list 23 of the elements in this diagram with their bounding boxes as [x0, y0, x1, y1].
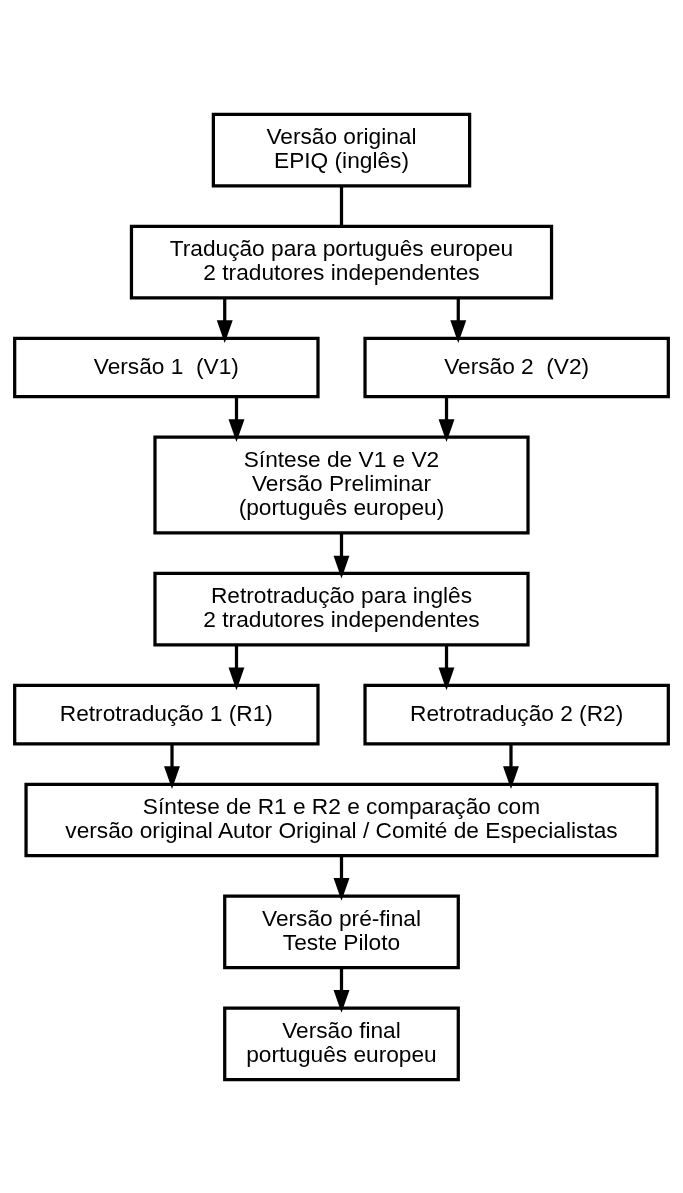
arrow	[438, 396, 455, 442]
arrow	[450, 297, 467, 343]
node-box: Versão pré-final Teste Piloto	[223, 894, 460, 969]
node-box: Versão original EPIQ (inglês)	[211, 112, 472, 187]
node-box: Síntese de R1 e R2 e comparação com versão original Autor Original / Comité de Especialistas	[24, 782, 659, 857]
arrow	[333, 855, 350, 901]
arrow	[228, 396, 245, 442]
node-box: Retrotradução 2 (R2)	[363, 683, 670, 745]
arrow	[503, 743, 519, 789]
node-box: Síntese de V1 e V2 Versão Preliminar (português europeu)	[153, 435, 530, 535]
node-box: Versão final português europeu	[223, 1006, 460, 1081]
arrow	[333, 532, 350, 578]
arrow	[164, 743, 180, 789]
arrow	[333, 967, 350, 1013]
node-box: Versão 1 (V1)	[13, 336, 320, 398]
arrow	[228, 644, 245, 690]
connector	[339, 185, 344, 226]
node-box: Retrotradução 1 (R1)	[13, 683, 320, 745]
node-box: Retrotradução para inglês 2 tradutores independentes	[153, 571, 530, 646]
arrow	[216, 297, 233, 343]
node-box: Versão 2 (V2)	[363, 336, 670, 398]
node-box: Tradução para português europeu 2 tradutores independentes	[129, 224, 554, 299]
arrow	[438, 644, 455, 690]
